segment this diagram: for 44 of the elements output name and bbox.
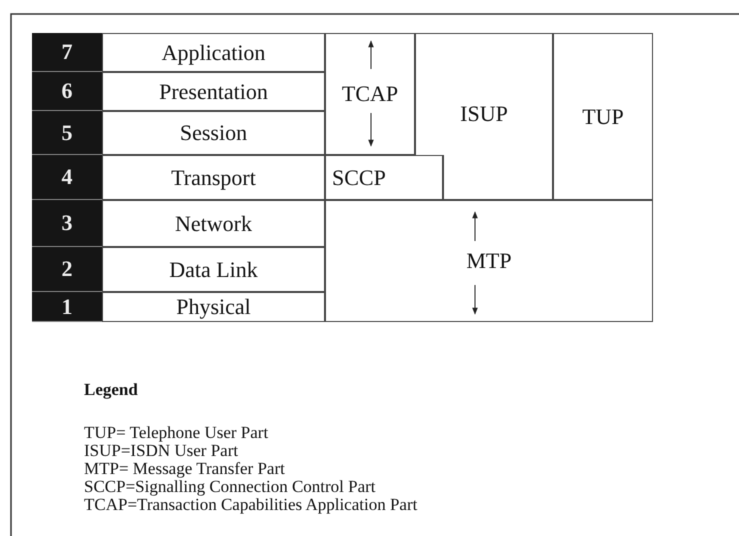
layer-name: Data Link	[169, 256, 258, 282]
legend-entry: MTP= Message Transfer Part	[84, 460, 285, 477]
osi-layer-box	[102, 247, 325, 292]
layer-number-cell	[32, 33, 102, 72]
layer-number: 2	[62, 256, 72, 282]
osi-layer-box	[102, 155, 325, 200]
legend-entry: TUP= Telephone User Part	[84, 424, 268, 441]
layer-number-cell	[32, 292, 102, 322]
layer-number: 7	[62, 39, 72, 65]
protocol-block	[415, 33, 553, 200]
layer-name: Network	[175, 210, 252, 236]
layer-name: Presentation	[159, 78, 268, 104]
protocol-name: ISUP	[460, 101, 508, 127]
protocol-block	[325, 155, 443, 200]
layer-name: Application	[162, 40, 266, 66]
protocol-name: MTP	[466, 248, 512, 274]
layer-name: Session	[180, 120, 248, 146]
layer-number-cell	[32, 155, 102, 200]
protocol-block	[553, 33, 653, 200]
layer-number-cell	[32, 72, 102, 111]
layer-name: Physical	[176, 294, 251, 320]
osi-layer-box	[102, 33, 325, 72]
layer-number-cell	[32, 200, 102, 247]
osi-layer-box	[102, 200, 325, 247]
protocol-name: TCAP	[342, 81, 398, 107]
protocol-block	[325, 33, 415, 155]
protocol-block	[325, 200, 653, 322]
legend-heading: Legend	[84, 381, 138, 398]
layer-number-cell	[32, 111, 102, 155]
layer-name: Transport	[171, 164, 256, 190]
legend-entry: ISUP=ISDN User Part	[84, 442, 238, 459]
osi-layer-box	[102, 72, 325, 111]
protocol-name: TUP	[582, 104, 624, 130]
layer-number: 4	[62, 164, 72, 190]
osi-layer-box	[102, 111, 325, 155]
layer-number: 1	[62, 294, 72, 320]
layer-number: 3	[62, 210, 72, 236]
layer-number: 5	[62, 120, 72, 146]
layer-number: 6	[62, 78, 72, 104]
legend-entry: TCAP=Transaction Capabilities Application Part	[84, 496, 418, 513]
protocol-name: SCCP	[332, 164, 386, 190]
legend-entry: SCCP=Signalling Connection Control Part	[84, 478, 376, 495]
layer-number-cell	[32, 247, 102, 292]
osi-layer-box	[102, 292, 325, 322]
